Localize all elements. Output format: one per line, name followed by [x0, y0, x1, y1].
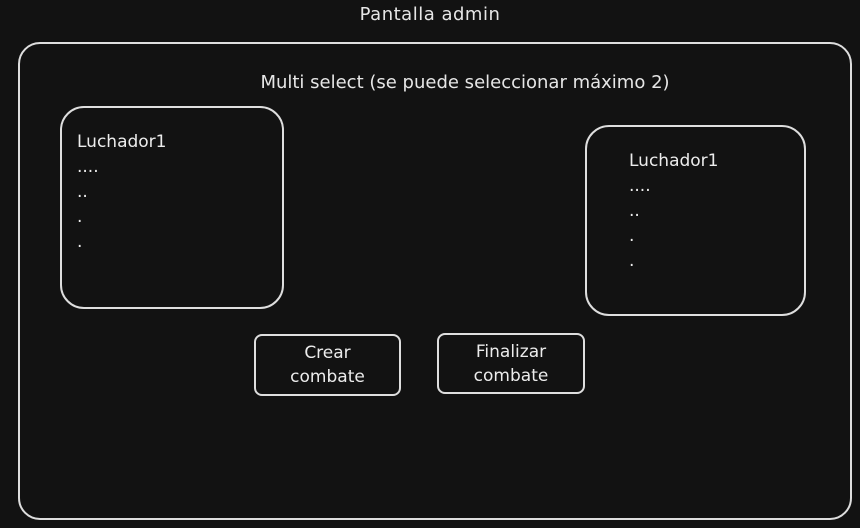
multi-select-hint: Multi select (se puede seleccionar máxim… [260, 72, 670, 93]
fighter-detail-line: .... [77, 157, 99, 177]
fighter-card-left[interactable]: Luchador1 .... .. . . [60, 106, 284, 309]
fighter-detail-line: . [77, 207, 83, 227]
fighter-detail-line: .... [629, 176, 651, 196]
fighter-name: Luchador1 [629, 151, 719, 171]
finish-combat-label-line1: Finalizar [475, 341, 547, 362]
create-combat-label-line2: combate [290, 367, 365, 387]
fighter-detail-line: . [77, 232, 83, 252]
fighter-detail-line: .. [629, 201, 640, 221]
admin-screen-frame [18, 42, 852, 520]
fighter-card-content: Luchador1 .... .. . . [77, 130, 166, 255]
screen-title: Pantalla admin [359, 4, 501, 25]
fighter-detail-line: .. [77, 182, 88, 202]
fighter-detail-line: . [629, 226, 635, 246]
create-combat-button[interactable]: Crear combate [254, 334, 401, 396]
create-combat-label-line1: Crear [304, 343, 351, 363]
finish-combat-button[interactable]: Finalizar combate [437, 333, 585, 394]
finish-combat-label-line2: combate [473, 365, 549, 386]
fighter-detail-line: . [629, 251, 635, 271]
fighter-card-right[interactable]: Luchador1 .... .. . . [585, 125, 806, 316]
fighter-name: Luchador1 [77, 132, 167, 152]
fighter-card-content: Luchador1 .... .. . . [629, 149, 718, 274]
